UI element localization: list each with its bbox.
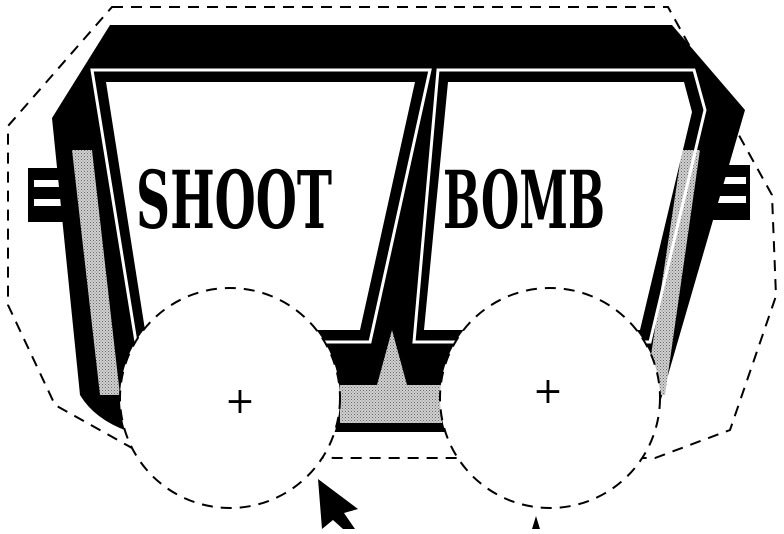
center-shading xyxy=(340,385,442,423)
right-zone-center-mark: + xyxy=(533,371,563,412)
bomb-label: BOMB xyxy=(443,153,605,247)
shoot-label: SHOOT xyxy=(136,153,332,247)
left-pointer-cursor-icon xyxy=(318,479,358,529)
left-zone-center-mark: + xyxy=(225,381,255,422)
right-pointer-cursor-icon xyxy=(532,516,540,529)
